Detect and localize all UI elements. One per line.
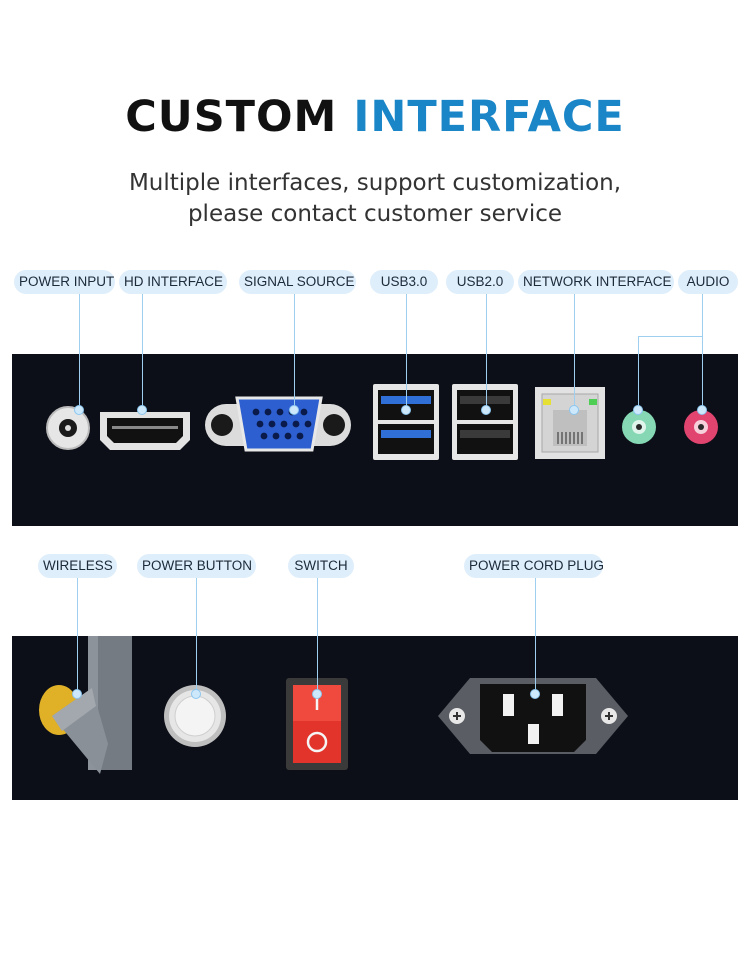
rocker-switch-icon <box>286 678 348 770</box>
antenna-icon <box>39 636 132 774</box>
label-hd-interface: HD INTERFACE <box>119 270 227 294</box>
marker-signal-source <box>289 405 299 415</box>
title-interface: INTERFACE <box>353 92 625 142</box>
marker-wireless <box>72 689 82 699</box>
label-signal-source: SIGNAL SOURCE <box>239 270 356 294</box>
marker-audio-green <box>633 405 643 415</box>
marker-network <box>569 405 579 415</box>
marker-power-button <box>191 689 201 699</box>
subtitle-line-1: Multiple interfaces, support customizati… <box>128 170 622 196</box>
hdmi-port-icon <box>100 412 190 450</box>
ethernet-port-icon <box>535 387 605 459</box>
label-audio: AUDIO <box>678 270 738 294</box>
marker-audio-pink <box>697 405 707 415</box>
label-switch: SWITCH <box>288 554 354 578</box>
title-custom: CUSTOM <box>125 92 338 142</box>
marker-usb30 <box>401 405 411 415</box>
label-usb30: USB3.0 <box>370 270 438 294</box>
label-power-cord-plug: POWER CORD PLUG <box>464 554 604 578</box>
audio-out-green-icon <box>622 410 656 444</box>
marker-hd-interface <box>137 405 147 415</box>
power-button-icon <box>164 685 226 747</box>
usb2-ports-icon <box>452 384 518 460</box>
marker-power-input <box>74 405 84 415</box>
audio-in-pink-icon <box>684 410 718 444</box>
marker-usb20 <box>481 405 491 415</box>
marker-switch <box>312 689 322 699</box>
vga-port-icon <box>205 396 351 452</box>
power-inlet-icon <box>438 678 628 754</box>
marker-power-cord-plug <box>530 689 540 699</box>
front-panel <box>12 636 738 800</box>
subtitle: Multiple interfaces, support customizati… <box>0 168 750 230</box>
subtitle-line-2: please contact customer service <box>187 201 563 227</box>
page-title: CUSTOM INTERFACE <box>0 92 750 142</box>
rear-io-panel <box>12 354 738 526</box>
label-power-button: POWER BUTTON <box>137 554 256 578</box>
label-power-input: POWER INPUT <box>14 270 115 294</box>
label-usb20: USB2.0 <box>446 270 514 294</box>
label-network-interface: NETWORK INTERFACE <box>518 270 674 294</box>
dc-power-jack-icon <box>46 406 90 450</box>
label-wireless: WIRELESS <box>38 554 117 578</box>
